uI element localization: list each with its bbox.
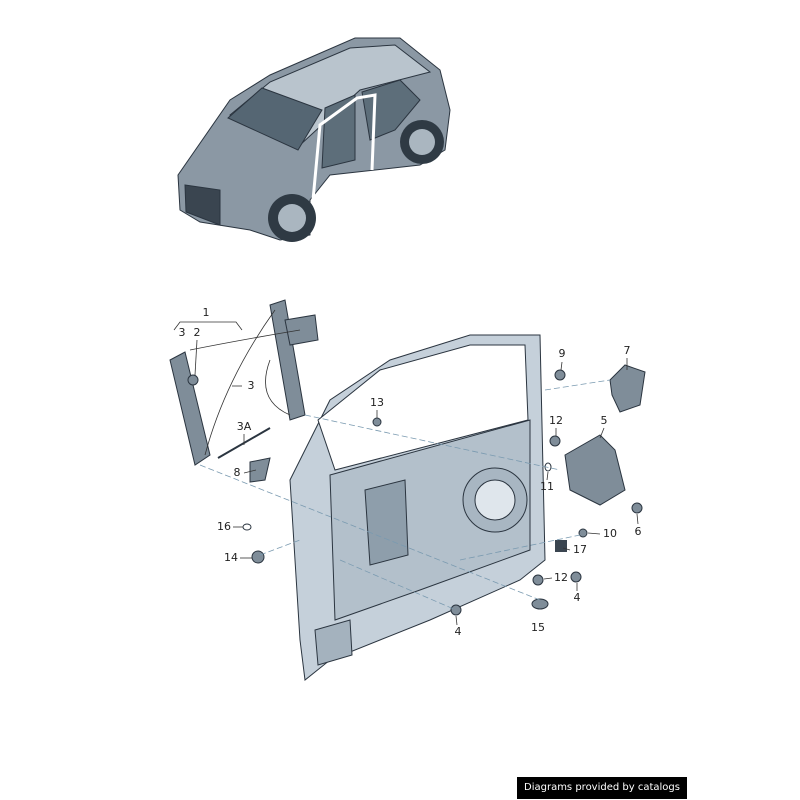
- callout-12: 12: [549, 414, 563, 427]
- callout-labels: 1 3 2 3 3A 8 16 14 13 9 7 12 5 11 6 10 1…: [179, 306, 642, 638]
- window-regulator: [169, 299, 319, 466]
- small-parts: [187, 369, 643, 616]
- callout-2: 2: [194, 326, 201, 339]
- callout-9: 9: [559, 347, 566, 360]
- callout-6: 6: [635, 525, 642, 538]
- callout-1: 1: [203, 306, 210, 319]
- leader-lines: [173, 321, 639, 626]
- car-illustration: [177, 37, 451, 242]
- callout-5: 5: [601, 414, 608, 427]
- callout-3: 3: [179, 326, 186, 339]
- attribution-footer: Diagrams provided by catalogs parts: [517, 777, 687, 799]
- callout-16: 16: [217, 520, 231, 533]
- callout-17: 17: [573, 543, 587, 556]
- door-shell: [289, 334, 546, 681]
- callout-14: 14: [224, 551, 238, 564]
- callout-15: 15: [531, 621, 545, 634]
- callout-12: 12: [554, 571, 568, 584]
- callout-4: 4: [455, 625, 462, 638]
- callout-3a: 3A: [237, 420, 252, 433]
- callout-13: 13: [370, 396, 384, 409]
- callout-4: 4: [574, 591, 581, 604]
- callout-11: 11: [540, 480, 554, 493]
- callout-10: 10: [603, 527, 617, 540]
- callout-3: 3: [248, 379, 255, 392]
- callout-7: 7: [624, 344, 631, 357]
- callout-8: 8: [234, 466, 241, 479]
- window-motor: [564, 364, 646, 506]
- assembly-lines: [199, 379, 611, 611]
